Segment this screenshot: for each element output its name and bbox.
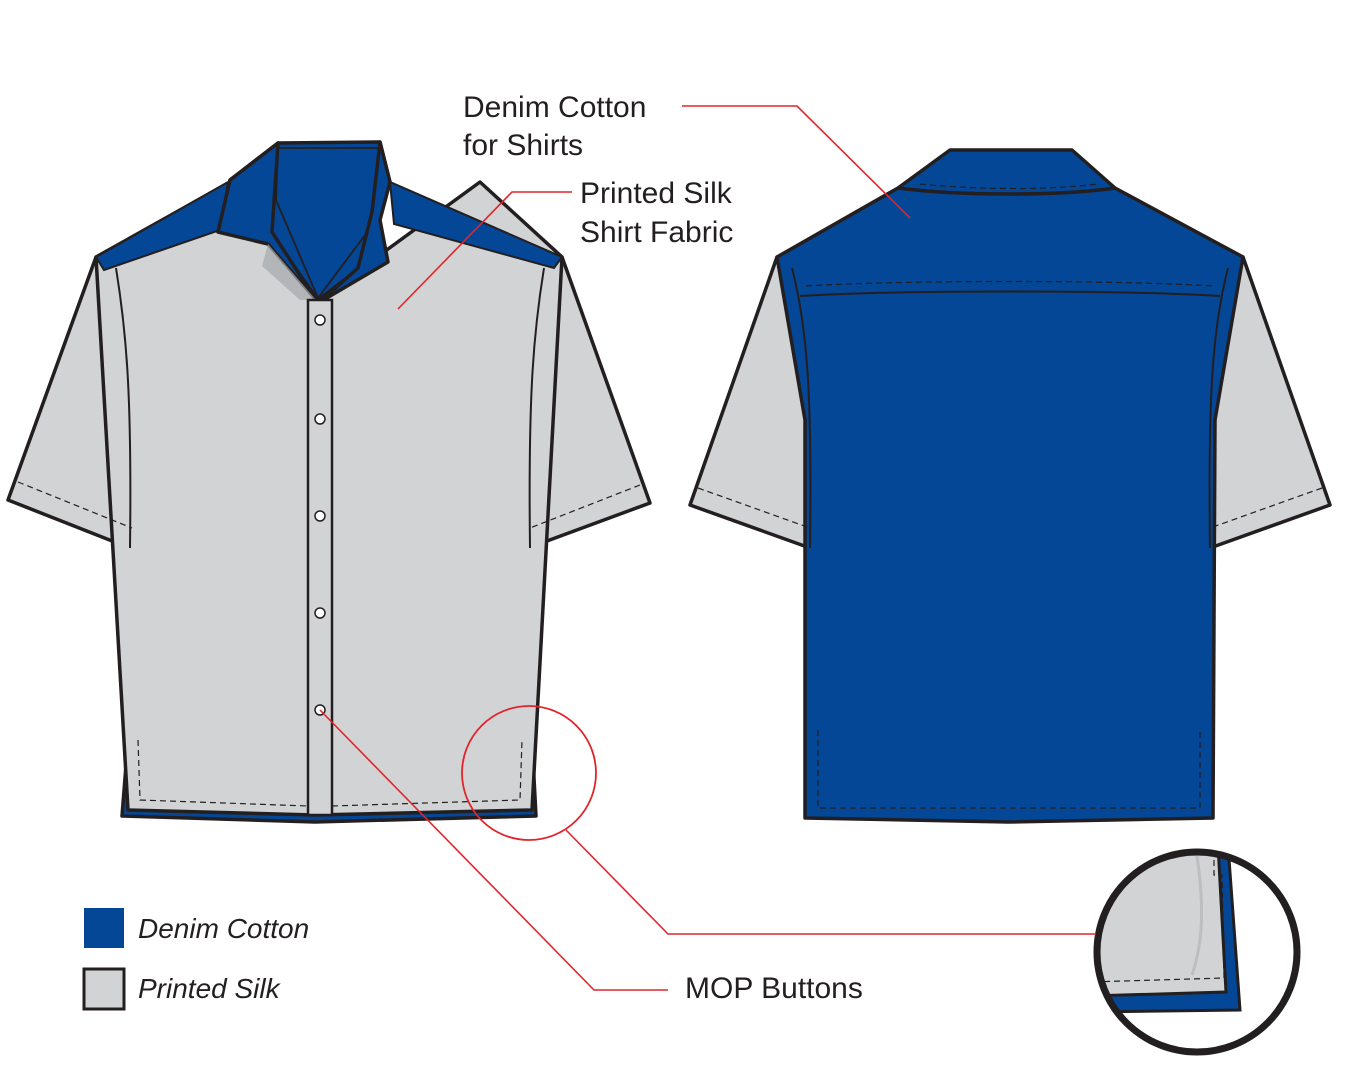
- front-placket: [306, 298, 334, 817]
- zoom-silk-layer: [1097, 852, 1228, 998]
- legend-label-denim: Denim Cotton: [138, 913, 309, 944]
- front-seam-right: [528, 267, 545, 549]
- label-denim-cotton-line1: Denim Cotton: [463, 91, 646, 124]
- leader-mop-buttons: [319, 709, 668, 991]
- zoom-stitch: [1097, 852, 1225, 983]
- button-icon: [314, 314, 326, 326]
- zoom-shadow: [1190, 852, 1204, 976]
- front-yoke-right: [388, 180, 564, 270]
- button-icon: [314, 607, 326, 619]
- back-yoke-stitch: [805, 280, 1215, 287]
- leader-hem-detail: [565, 829, 1096, 935]
- back-collar-stitch: [919, 183, 1099, 190]
- label-printed-silk-line1: Printed Silk: [580, 177, 733, 210]
- back-armhole-left: [791, 267, 812, 549]
- legend-swatch-denim: [84, 908, 124, 948]
- back-body: [775, 186, 1245, 824]
- front-hem-stitch: [137, 739, 523, 807]
- button-icon: [314, 413, 326, 425]
- shirt-front-view: [6, 140, 652, 824]
- legend-swatch-silk: [82, 967, 126, 1011]
- front-lapel-right: [318, 140, 392, 304]
- hem-detail-zoom: [1093, 848, 1301, 1056]
- hem-highlight-circle: [461, 705, 597, 841]
- back-collar: [896, 148, 1117, 196]
- button-icon: [314, 510, 326, 522]
- shirt-back-view: [688, 148, 1332, 824]
- legend: Denim Cotton Printed Silk: [82, 908, 309, 1011]
- leader-denim-cotton: [682, 105, 911, 219]
- label-mop-buttons: MOP Buttons: [685, 972, 863, 1005]
- back-armhole-right: [1208, 267, 1229, 549]
- legend-label-silk: Printed Silk: [138, 973, 282, 1004]
- lapel-shadow: [262, 244, 316, 300]
- front-seam-left: [115, 267, 132, 549]
- zoom-circle-outline: [1093, 848, 1301, 1056]
- label-denim-cotton-line2: for Shirts: [463, 129, 583, 162]
- leader-printed-silk: [397, 191, 572, 310]
- callout-leaders: [319, 105, 1096, 991]
- label-printed-silk-line2: Shirt Fabric: [580, 216, 733, 249]
- back-yoke-seam: [799, 290, 1221, 297]
- front-left-cuff-stitch: [17, 481, 133, 529]
